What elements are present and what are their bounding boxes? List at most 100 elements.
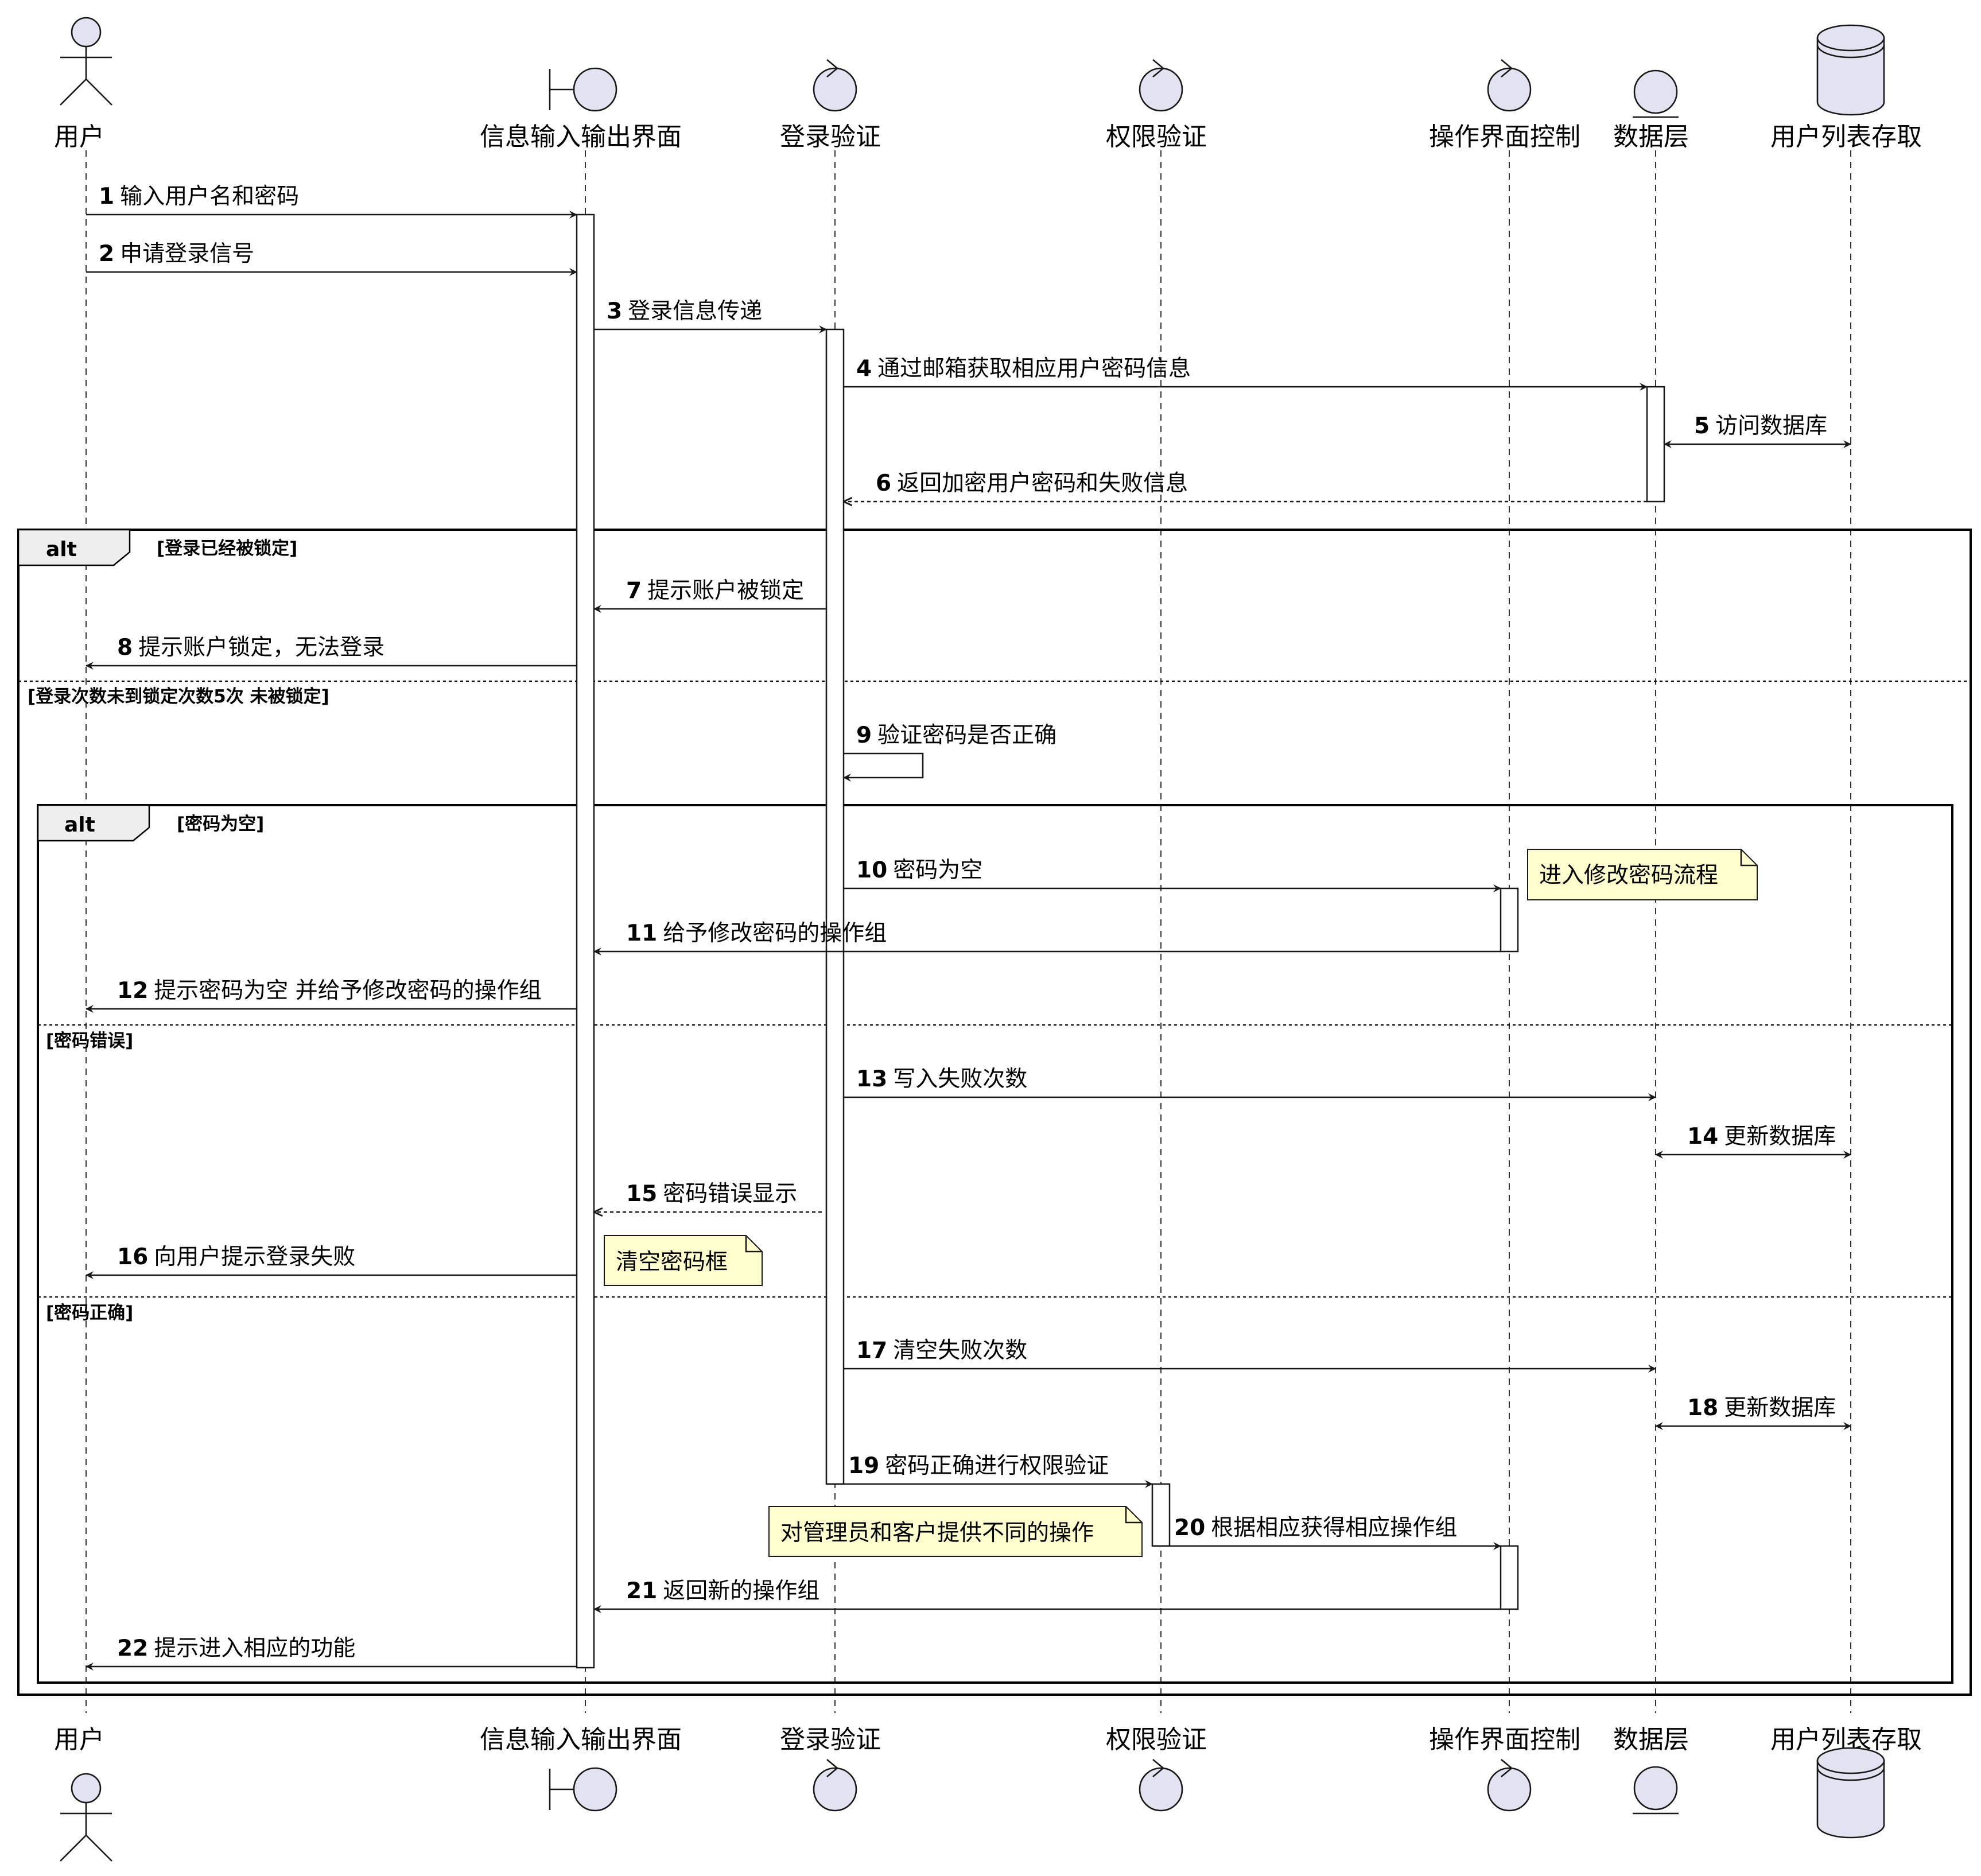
participant-label: 信息输入输出界面 — [480, 122, 682, 152]
message-number: 21 — [626, 1578, 657, 1604]
participant-label: 登录验证 — [780, 122, 881, 152]
message-label: 给予修改密码的操作组 — [663, 920, 887, 946]
control-icon — [1487, 59, 1532, 112]
message-label: 提示密码为空 并给予修改密码的操作组 — [154, 978, 541, 1004]
participant-label: 操作界面控制 — [1429, 122, 1580, 152]
activation-bar-login — [825, 328, 845, 1485]
message-number: 13 — [856, 1066, 887, 1092]
participant-ui-top: 信息输入输出界面 — [480, 67, 682, 152]
database-icon — [1816, 24, 1885, 116]
participant-db-bottom: 用户列表存取 — [1770, 1725, 1922, 1839]
activation-bar-ui — [576, 213, 595, 1669]
note-text: 清空密码框 — [616, 1249, 728, 1275]
participant-db-top: 用户列表存取 — [1770, 24, 1922, 152]
message-number: 6 — [876, 471, 891, 496]
activation-bar-opctl — [1500, 887, 1519, 953]
control-icon — [813, 1759, 857, 1812]
message-number: 2 — [99, 241, 114, 267]
note-clear-password-box: 清空密码框 — [604, 1235, 763, 1286]
note-admin-customer-ops: 对管理员和客户提供不同的操作 — [768, 1506, 1143, 1557]
message-number: 8 — [117, 635, 133, 661]
message-number: 3 — [607, 298, 622, 324]
message-number: 10 — [856, 857, 887, 883]
participant-label: 数据层 — [1613, 122, 1689, 152]
alt-fragment-inner: alt [密码为空] [密码错误] [密码正确] — [37, 804, 1953, 1684]
message-number: 7 — [626, 578, 642, 604]
participants: 用户用户信息输入输出界面信息输入输出界面登录验证登录验证权限验证权限验证操作界面… — [54, 17, 1922, 1862]
participant-data-top: 数据层 — [1613, 69, 1689, 152]
participant-label: 权限验证 — [1106, 1725, 1207, 1754]
activation-bar-perm — [1151, 1483, 1171, 1547]
message-number: 5 — [1694, 413, 1710, 439]
control-icon — [1139, 59, 1183, 112]
message-number: 9 — [856, 723, 872, 748]
message-number: 17 — [856, 1338, 887, 1364]
note-text: 进入修改密码流程 — [1539, 863, 1718, 888]
participant-ui-bottom: 信息输入输出界面 — [480, 1725, 682, 1812]
message-label: 验证密码是否正确 — [877, 723, 1056, 748]
entity-icon — [1633, 69, 1679, 118]
control-icon — [813, 59, 857, 112]
guard-locked: [登录已经被锁定] — [157, 538, 297, 559]
participant-label: 数据层 — [1613, 1725, 1689, 1754]
participant-opctl-bottom: 操作界面控制 — [1429, 1725, 1580, 1812]
participant-label: 权限验证 — [1106, 122, 1207, 152]
boundary-icon — [549, 1767, 617, 1812]
participant-perm-bottom: 权限验证 — [1106, 1725, 1207, 1812]
participant-data-bottom: 数据层 — [1613, 1725, 1689, 1815]
participant-perm-top: 权限验证 — [1106, 59, 1207, 152]
message-label: 密码正确进行权限验证 — [885, 1453, 1109, 1479]
message-number: 1 — [99, 184, 114, 209]
activation-bars — [576, 213, 1665, 1669]
message-number: 4 — [856, 356, 872, 382]
message-label: 返回新的操作组 — [663, 1578, 819, 1604]
participant-label: 用户列表存取 — [1770, 122, 1922, 152]
message-label: 通过邮箱获取相应用户密码信息 — [877, 356, 1191, 382]
message-label: 输入用户名和密码 — [120, 184, 299, 209]
message-label: 更新数据库 — [1724, 1395, 1836, 1421]
message-label: 申请登录信号 — [120, 241, 254, 267]
participant-login-top: 登录验证 — [780, 59, 881, 152]
message-label: 向用户提示登录失败 — [154, 1244, 355, 1270]
guard-password-correct: [密码正确] — [46, 1303, 133, 1323]
message-label: 清空失败次数 — [893, 1338, 1027, 1364]
note-text: 对管理员和客户提供不同的操作 — [780, 1520, 1094, 1546]
message-label: 返回加密用户密码和失败信息 — [897, 471, 1188, 496]
guard-not-locked: [登录次数未到锁定次数5次 未被锁定] — [28, 686, 329, 707]
activation-bar-data — [1646, 386, 1665, 503]
message-number: 22 — [117, 1636, 148, 1661]
guard-password-wrong: [密码错误] — [46, 1031, 133, 1051]
message-label: 提示进入相应的功能 — [154, 1636, 355, 1661]
